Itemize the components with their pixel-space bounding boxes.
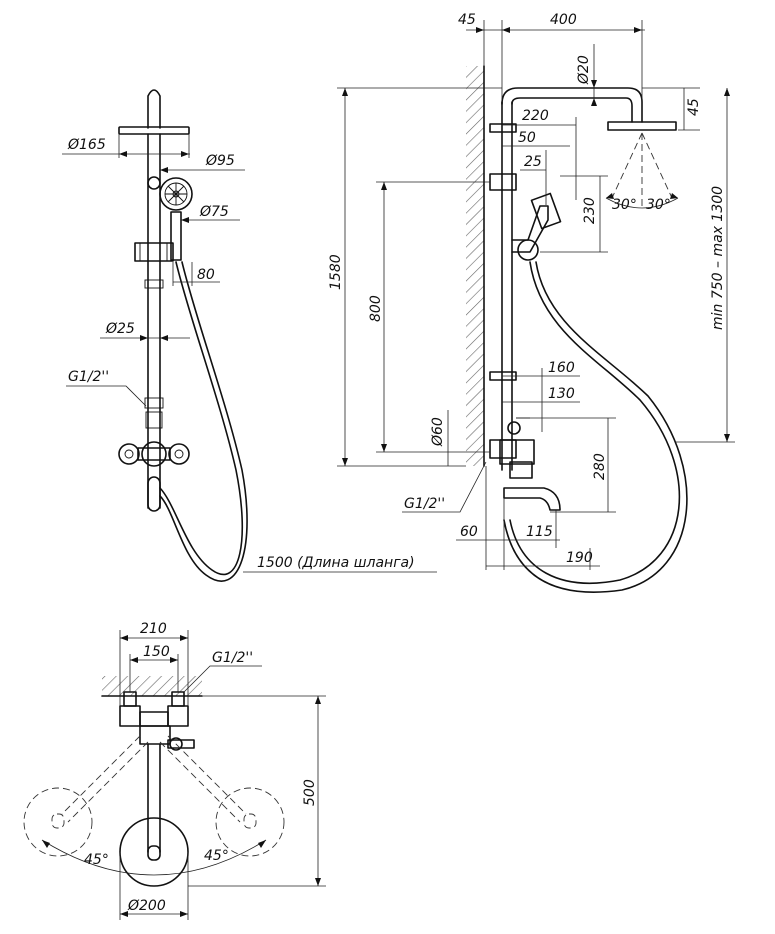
dim-inlet-spacing: 150	[143, 644, 170, 660]
dim-head-diameter: Ø165	[67, 137, 106, 153]
dim-spout-c: 190	[566, 550, 593, 566]
dim-total-height: 1580	[328, 254, 344, 290]
dim-mixer-depth-b: 130	[548, 386, 575, 402]
dim-spout-b: 115	[526, 524, 553, 540]
dim-spout-a: 60	[460, 524, 478, 540]
mixer-icon	[118, 441, 190, 467]
dim-holder-offset-b: 25	[524, 154, 542, 170]
dim-thread-side: G1/2''	[404, 496, 445, 512]
dim-angle-left-top: 45°	[84, 852, 109, 868]
dim-slider-offset: 80	[197, 267, 215, 283]
dim-angle-right: 30°	[646, 197, 671, 213]
dim-thread-top: G1/2''	[212, 650, 253, 666]
dim-pipe-diameter: Ø25	[105, 321, 135, 337]
dim-spout-height: 280	[592, 453, 608, 480]
wall-hatch-top	[102, 676, 202, 696]
dim-angle-left: 30°	[612, 197, 637, 213]
dim-holder-reach: 220	[522, 108, 549, 124]
dim-hand-shower-diameter: Ø95	[205, 153, 235, 169]
hand-shower-icon	[159, 177, 193, 211]
dim-head-height: 45	[686, 98, 702, 116]
wall-hatch	[466, 66, 484, 466]
dim-angle-right-top: 45°	[204, 848, 229, 864]
dim-base-diameter: Ø200	[127, 898, 166, 914]
dim-arm-reach: 400	[550, 12, 577, 28]
dim-thread-front: G1/2''	[68, 369, 109, 385]
dim-holder-offset-a: 50	[518, 130, 536, 146]
dim-adjust-range: min 750 – max 1300	[710, 186, 726, 330]
dim-hand-handle-diameter: Ø75	[199, 204, 229, 220]
dim-flange-diameter: Ø60	[430, 417, 446, 447]
dim-wall-offset: 45	[458, 12, 476, 28]
dim-depth: 500	[302, 779, 318, 806]
top-view	[23, 630, 326, 920]
front-view	[62, 89, 437, 582]
dim-arm-pipe-diameter: Ø20	[576, 55, 592, 85]
dim-holder-height: 230	[582, 197, 598, 224]
dim-overall-width: 210	[140, 621, 167, 637]
dim-mixer-height: 800	[368, 295, 384, 322]
dim-mixer-depth-a: 160	[548, 360, 575, 376]
side-view	[337, 20, 735, 593]
dim-hose-length: 1500 (Длина шланга)	[257, 555, 415, 571]
